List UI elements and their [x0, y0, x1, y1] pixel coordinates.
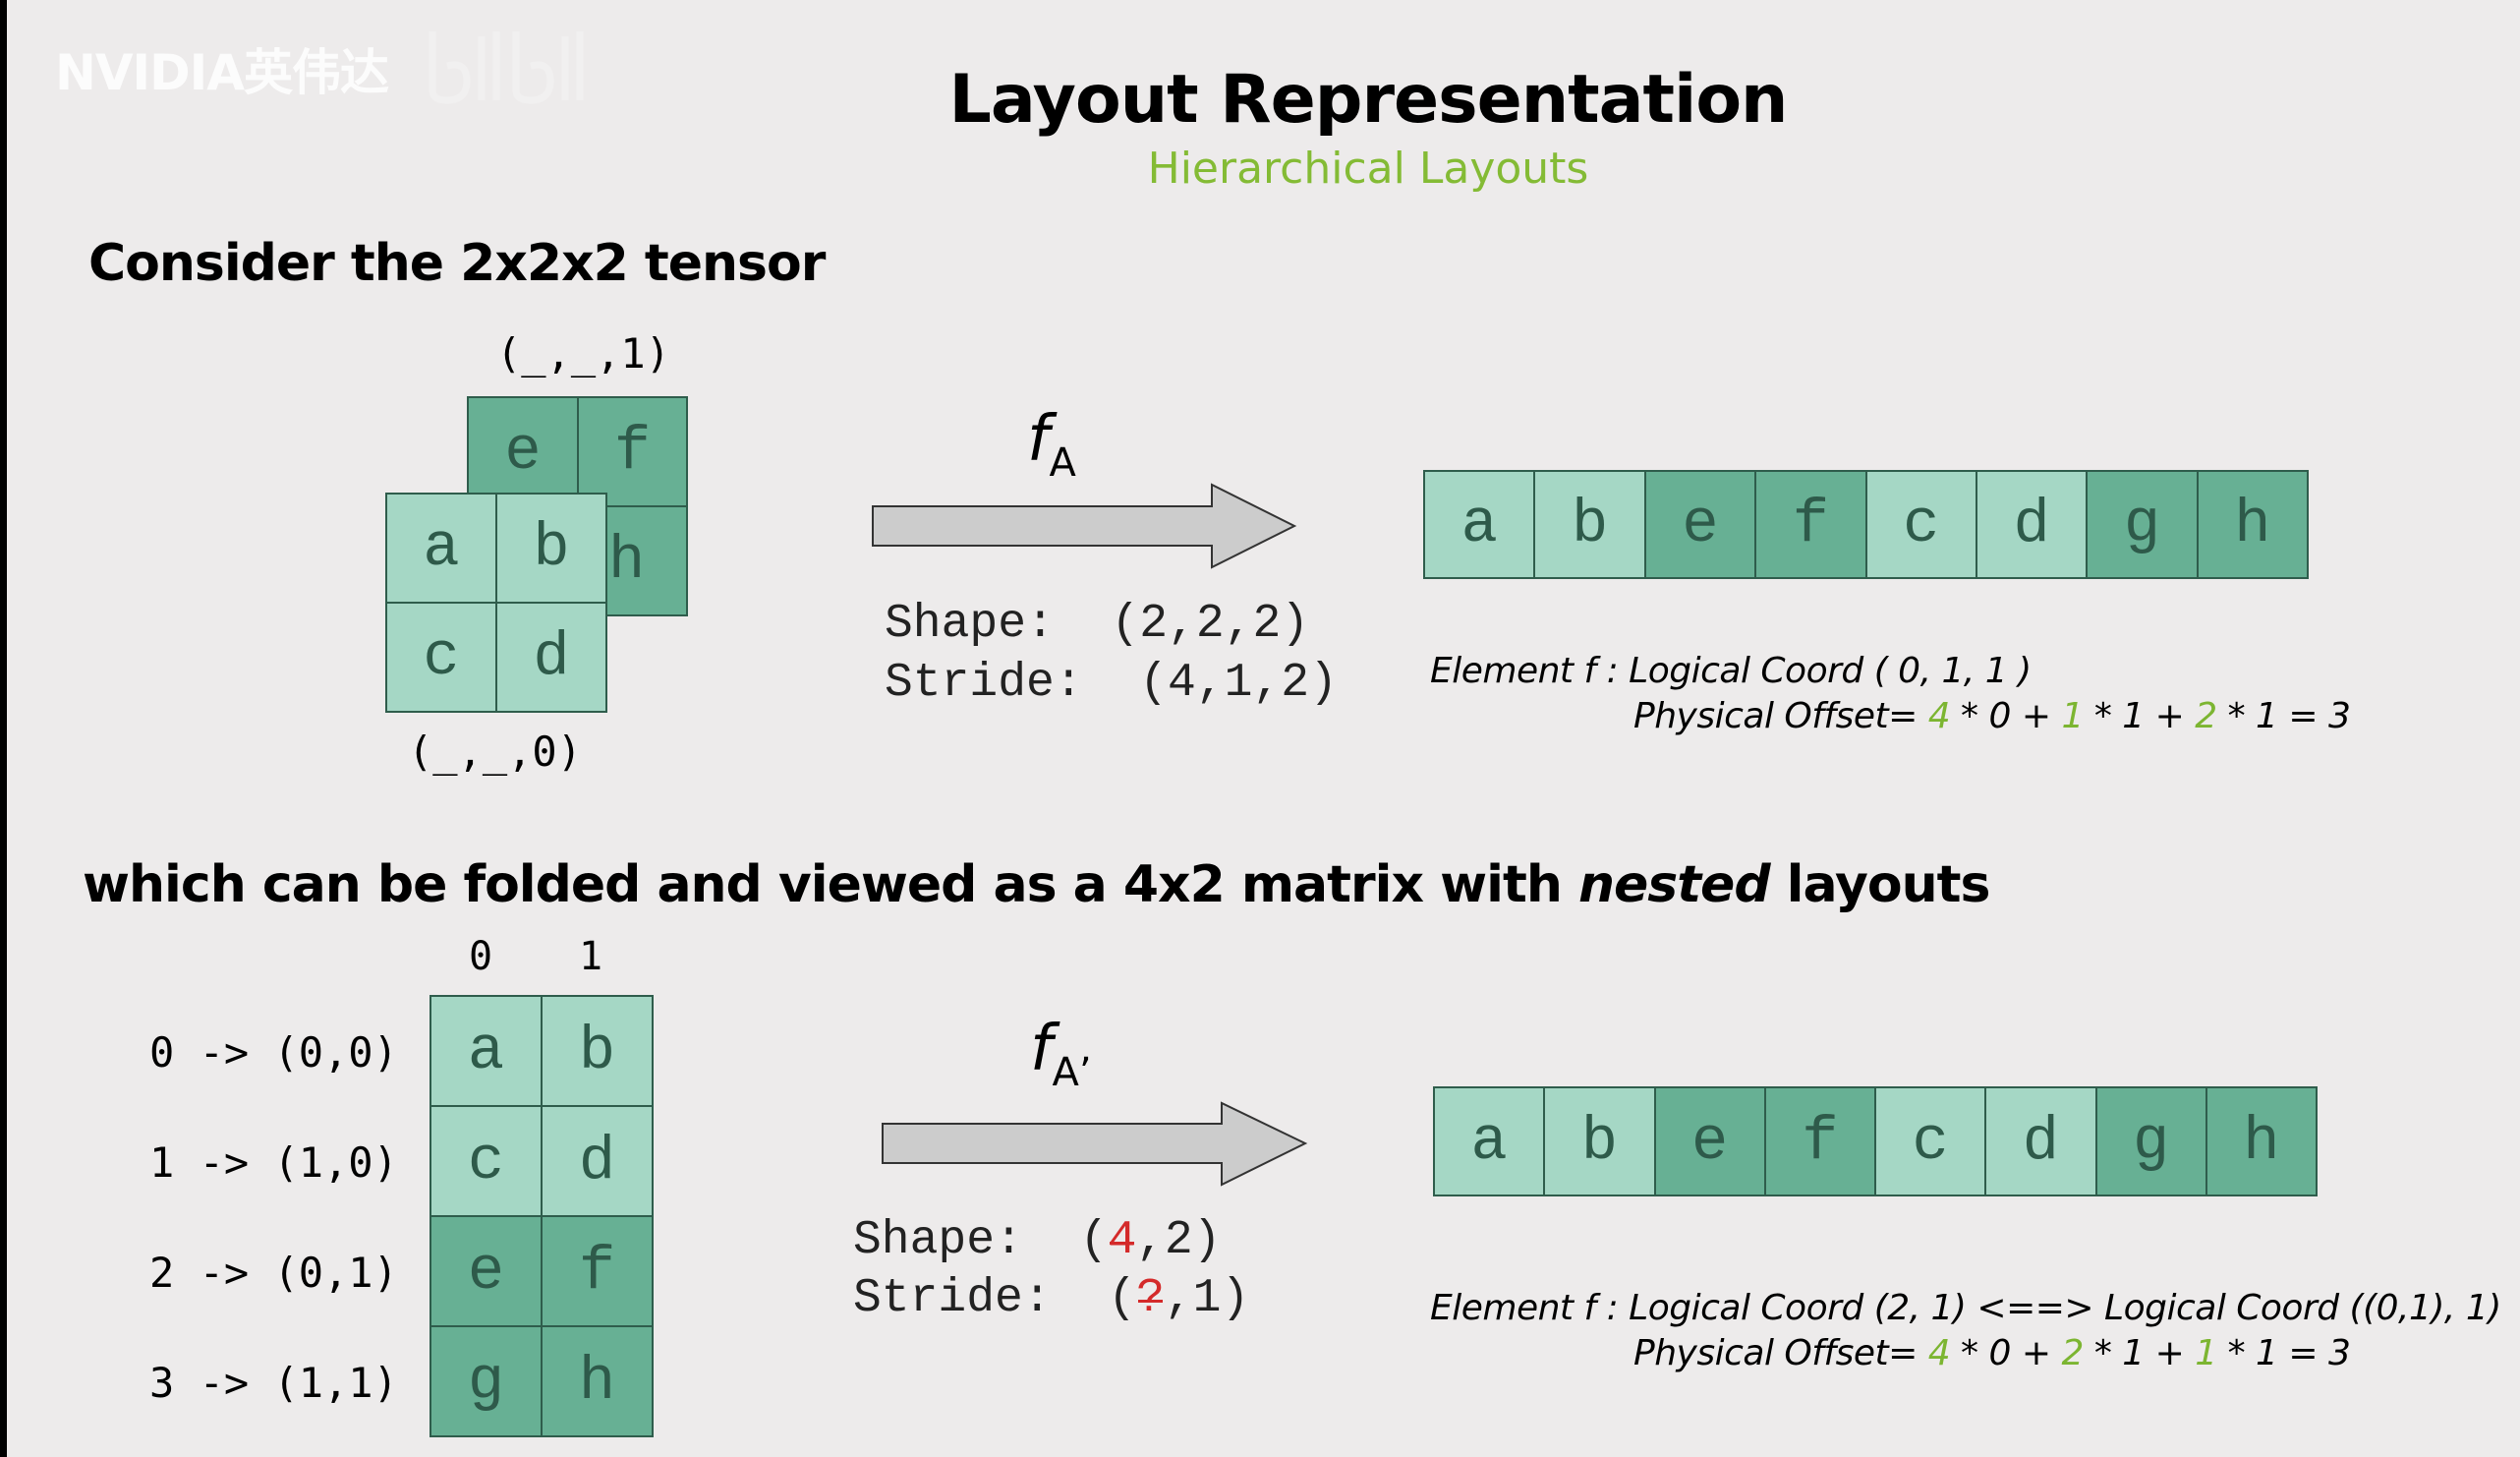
- shape-label: Shape:: [885, 598, 1055, 651]
- row-index-label: 3 -> (1,1): [149, 1359, 398, 1407]
- struck-stride-value: ?: [1136, 1272, 1165, 1325]
- tensor-cell-c: c: [385, 602, 497, 713]
- matrix-cell-f: f: [541, 1215, 654, 1327]
- tensor-cell-b: b: [495, 493, 607, 604]
- coord-term: 1: [2256, 1333, 2278, 1373]
- matrix-cell-e: e: [430, 1215, 543, 1327]
- function-symbol: f: [1030, 1013, 1053, 1085]
- memory-bottom-cell-f: f: [1763, 1086, 1876, 1196]
- matrix-cell-a: a: [430, 995, 543, 1107]
- memory-bottom-cell-c: c: [1874, 1086, 1987, 1196]
- stride-term: 4: [1927, 696, 1951, 736]
- memory-top-cell-d: d: [1975, 470, 2089, 579]
- coord-term: 1: [2122, 696, 2145, 736]
- matrix-cell-d: d: [541, 1105, 654, 1217]
- bilibili-logo-icon: [423, 12, 619, 120]
- annotation-bottom-line2: Physical Offset= 4 * 0 + 2 * 1 + 1 * 1 =…: [1633, 1333, 2351, 1373]
- memory-bottom-cell-a: a: [1433, 1086, 1546, 1196]
- arrow-right-icon: [872, 483, 1297, 569]
- shape-line: Shape: (4,2): [853, 1214, 1221, 1267]
- offset-label: Physical Offset=: [1633, 696, 1928, 736]
- matrix-cell-g: g: [430, 1325, 543, 1437]
- front-slice-label: (_,_,0): [408, 728, 583, 776]
- function-symbol: f: [1027, 403, 1050, 476]
- layout-function-label: fA: [1027, 403, 1076, 486]
- layout-function-label: fA’: [1030, 1013, 1092, 1095]
- section1-heading: Consider the 2x2x2 tensor: [88, 234, 826, 293]
- function-subscript: A: [1049, 440, 1076, 486]
- annotation-top-line2: Physical Offset= 4 * 0 + 1 * 1 + 2 * 1 =…: [1633, 696, 2351, 736]
- matrix-cell-h: h: [541, 1325, 654, 1437]
- row-index-label: 2 -> (0,1): [149, 1249, 398, 1297]
- paren: (: [1108, 1272, 1137, 1325]
- tensor-cell-a: a: [385, 493, 497, 604]
- stride-term: 1: [2195, 1333, 2217, 1373]
- stride-term: 2: [2061, 1333, 2084, 1373]
- stride-rest: ,1): [1164, 1272, 1250, 1325]
- page-title: Layout Representation: [948, 61, 1789, 139]
- memory-top-cell-e: e: [1643, 470, 1757, 579]
- memory-bottom-cell-e: e: [1653, 1086, 1766, 1196]
- heading-text: layouts: [1769, 855, 1991, 914]
- coord-term: 0: [1988, 696, 2012, 736]
- shape-label: Shape:: [853, 1214, 1023, 1267]
- stride-term: 1: [2061, 696, 2084, 736]
- matrix-cell-b: b: [541, 995, 654, 1107]
- annotation-bottom-line1: Element f : Logical Coord (2, 1) <==> Lo…: [1430, 1288, 2501, 1328]
- left-border: [0, 0, 7, 1457]
- offset-result: = 3: [2288, 696, 2351, 736]
- coord-term: 1: [2122, 1333, 2145, 1373]
- memory-bottom-cell-g: g: [2094, 1086, 2207, 1196]
- memory-top-cell-a: a: [1423, 470, 1536, 579]
- stride-line: Stride: (?,1): [853, 1272, 1249, 1325]
- tensor-cell-e: e: [467, 396, 579, 507]
- memory-bottom-cell-d: d: [1984, 1086, 2097, 1196]
- column-header-0: 0: [469, 934, 493, 979]
- stride-label: Stride:: [885, 657, 1083, 710]
- stride-line: Stride: (4,1,2): [885, 657, 1338, 710]
- tensor-cell-f: f: [577, 396, 688, 507]
- stride-term: 2: [2195, 696, 2217, 736]
- heading-emphasis: nested: [1577, 855, 1771, 914]
- matrix-cell-c: c: [430, 1105, 543, 1217]
- memory-top-cell-c: c: [1864, 470, 1977, 579]
- memory-bottom-cell-h: h: [2205, 1086, 2318, 1196]
- coord-term: 0: [1988, 1333, 2012, 1373]
- paren: (: [1079, 1214, 1109, 1267]
- watermark-text: NVIDIA英伟达: [55, 44, 389, 101]
- stride-label: Stride:: [853, 1272, 1052, 1325]
- row-index-label: 1 -> (1,0): [149, 1138, 398, 1187]
- heading-text: which can be folded and viewed as a 4x2 …: [83, 855, 1578, 914]
- offset-result: = 3: [2288, 1333, 2351, 1373]
- memory-top-cell-g: g: [2086, 470, 2199, 579]
- function-subscript: A’: [1052, 1050, 1092, 1095]
- back-slice-label: (_,_,1): [496, 329, 671, 378]
- shape-line: Shape: (2,2,2): [885, 598, 1309, 651]
- stride-value: (4,1,2): [1139, 657, 1338, 710]
- row-index-label: 0 -> (0,0): [149, 1028, 398, 1077]
- coord-term: 1: [2256, 696, 2278, 736]
- section2-heading: which can be folded and viewed as a 4x2 …: [83, 855, 1991, 914]
- shape-rest: ,2): [1136, 1214, 1222, 1267]
- arrow-right-icon: [882, 1101, 1308, 1187]
- offset-label: Physical Offset=: [1633, 1333, 1928, 1373]
- annotation-top-line1: Element f : Logical Coord ( 0, 1, 1 ): [1430, 651, 2032, 691]
- memory-top-cell-h: h: [2196, 470, 2309, 579]
- memory-bottom-cell-b: b: [1543, 1086, 1656, 1196]
- tensor-cell-d: d: [495, 602, 607, 713]
- shape-value: (2,2,2): [1111, 598, 1310, 651]
- page-subtitle: Hierarchical Layouts: [1147, 144, 1589, 194]
- memory-top-cell-f: f: [1754, 470, 1867, 579]
- struck-shape-value: 4: [1108, 1214, 1137, 1267]
- memory-top-cell-b: b: [1533, 470, 1646, 579]
- stride-term: 4: [1927, 1333, 1951, 1373]
- column-header-1: 1: [579, 934, 603, 979]
